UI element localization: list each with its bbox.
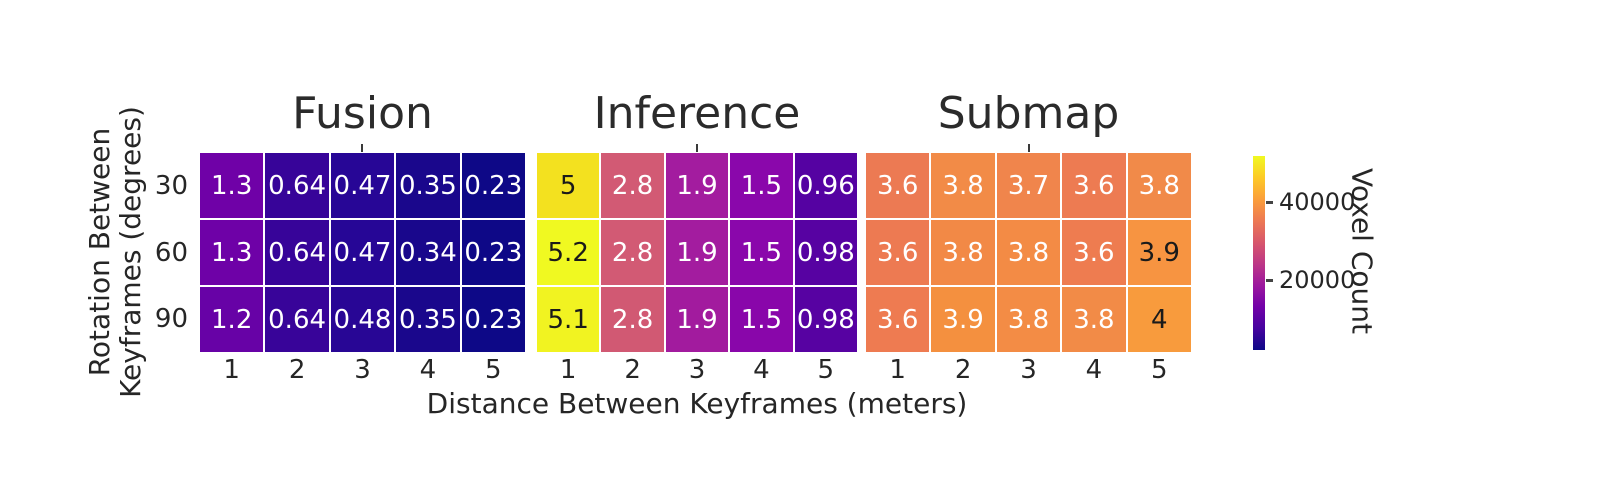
x-tick-label: 1 [223,355,240,385]
x-tick-label: 1 [559,355,577,385]
x-tick-label: 5 [817,355,835,385]
heatmap-cell: 0.47 [330,153,395,218]
heatmap-cell: 1.5 [730,220,793,285]
x-tick-label: 4 [419,355,437,385]
heatmap-cell: 3.8 [996,287,1061,352]
x-tick-label: 3 [1020,355,1037,385]
x-tick-label: 2 [954,355,972,385]
heatmap-cell: 2.8 [601,153,664,218]
heatmap-cell: 3.9 [931,287,995,352]
colorbar [1253,156,1265,350]
heatmap-cell: 0.64 [265,287,329,352]
colorbar-tick-mark [1266,278,1273,282]
heatmap-cell: 1.5 [730,153,793,218]
y-tick-label-60: 60 [154,237,188,268]
x-tick-label: 5 [485,355,502,385]
heatmap-cell: 0.96 [794,153,857,218]
heatmap-cell: 0.35 [396,287,460,352]
heatmap-cell: 3.6 [866,153,930,218]
panel-title-inference: Inference [593,88,801,139]
heatmap-cell: 5.1 [537,287,600,352]
heatmap-cell: 3.8 [931,220,995,285]
heatmap-cell: 0.34 [396,220,460,285]
heatmap-cell: 3.8 [1062,287,1126,352]
heatmap-cell: 0.98 [794,287,857,352]
y-axis-label: Rotation Between Keyframes (degrees) [83,106,147,398]
heatmap-cell: 3.8 [996,220,1061,285]
heatmap-cell: 3.6 [1062,153,1126,218]
heatmap-cell: 3.9 [1127,220,1191,285]
heatmap-cell: 1.3 [200,153,264,218]
heatmap-cell: 2.8 [601,220,664,285]
x-tick-label: 3 [354,355,371,385]
panel-title-submap: Submap [937,88,1120,139]
heatmap-cell: 1.3 [200,220,264,285]
heatmap-cell: 3.8 [931,153,995,218]
x-tick-label: 4 [753,355,770,385]
x-tick-labels-inference: 1 2 3 4 5 [537,354,857,386]
heatmap-cell: 1.2 [200,287,264,352]
colorbar-tick-label-20000: 20000 [1279,266,1356,294]
x-tick-label: 3 [688,355,706,385]
y-axis-label-line1: Rotation Between [83,127,116,377]
heatmap-cell: 1.9 [665,287,729,352]
heatmap-cell: 3.7 [996,153,1061,218]
x-tick-labels-submap: 1 2 3 4 5 [866,354,1191,386]
top-tick-mark [1028,144,1030,152]
y-tick-label-30: 30 [154,171,188,201]
heatmap-cell: 0.47 [330,220,395,285]
heatmap-cell: 2.8 [601,287,664,352]
x-tick-label: 1 [889,355,906,385]
heatmap-cell: 0.23 [461,287,525,352]
heatmap-cell: 0.23 [461,153,525,218]
heatmap-cell: 1.9 [665,220,729,285]
y-tick-label-90: 90 [154,304,188,334]
top-tick-mark [361,144,363,152]
heatmap-cell: 0.64 [265,220,329,285]
x-tick-labels-fusion: 1 2 3 4 5 [200,354,525,386]
heatmap-cell: 4 [1127,287,1191,352]
heatmap-cell: 1.5 [730,287,793,352]
x-tick-label: 2 [624,355,641,385]
heatmap-cell: 5.2 [537,220,600,285]
heatmap-cell: 3.6 [1062,220,1126,285]
heatmap-cell: 0.98 [794,220,857,285]
heatmap-cell: 1.9 [665,153,729,218]
top-tick-mark [696,144,698,152]
colorbar-tick-mark [1266,200,1273,204]
x-tick-label: 5 [1151,355,1168,385]
panel-title-fusion: Fusion [292,88,433,139]
heatmap-cell: 0.35 [396,153,460,218]
heatmap-cell: 3.6 [866,287,930,352]
x-tick-label: 4 [1085,355,1103,385]
x-axis-label: Distance Between Keyframes (meters) [426,387,968,420]
heatmap-cell: 0.23 [461,220,525,285]
heatmap-cell: 3.8 [1127,153,1191,218]
heatmap-cell: 3.6 [866,220,930,285]
heatmap-cell: 0.48 [330,287,395,352]
heatmap-cell: 5 [537,153,600,218]
colorbar-label: Voxel Count [1345,167,1379,335]
x-tick-label: 2 [288,355,306,385]
colorbar-tick-label-40000: 40000 [1279,188,1356,216]
heatmap-cell: 0.64 [265,153,329,218]
